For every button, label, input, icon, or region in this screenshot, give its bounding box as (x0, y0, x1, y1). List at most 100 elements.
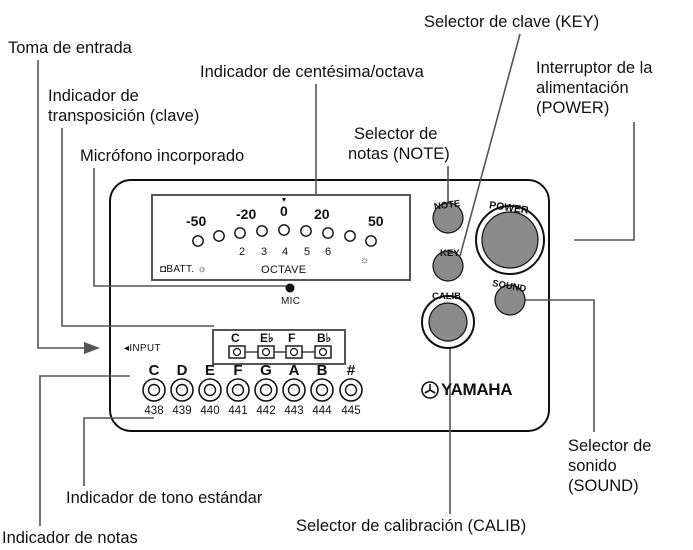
octave-label: OCTAVE (261, 264, 307, 276)
octave-number: 2 (239, 246, 246, 258)
leader-power (574, 122, 635, 241)
octave-number: 5 (304, 246, 311, 258)
transpose-key-label: E♭ (260, 331, 274, 345)
callout-mic-text: Micrófono incorporado (80, 147, 245, 165)
callout-sound-line3: (SOUND) (568, 477, 639, 495)
transpose-led-lens (232, 347, 242, 357)
callout-note-indicator: Indicador de notas (2, 528, 138, 548)
cent-led (322, 227, 334, 239)
meter-scale-label: -50 (186, 213, 207, 229)
cent-led (213, 230, 225, 242)
note-led-lens (344, 383, 358, 397)
callout-power-line3: (POWER) (536, 99, 610, 117)
octave-number: 4 (282, 246, 289, 258)
leader-mic (93, 168, 290, 287)
callout-note-indicator-text: Indicador de notas (2, 529, 138, 547)
note-button (432, 202, 464, 234)
note-led-lens (203, 383, 217, 397)
cent-led (234, 227, 246, 239)
callout-power-line1: Interruptor de la (536, 59, 653, 77)
callout-note-selector-line1: Selector de (354, 125, 438, 143)
cent-led (278, 224, 290, 236)
batt-sun-icon: ☼ (360, 255, 370, 266)
input-arrow-icon (84, 342, 100, 354)
mic-hole (285, 283, 295, 293)
callout-mic: Micrófono incorporado (80, 146, 244, 166)
meter-scale-label: 50 (368, 213, 384, 229)
batt-label-text: BATT. (166, 264, 195, 275)
transpose-key-label: B♭ (317, 331, 332, 345)
callout-calib: Selector de calibración (CALIB) (296, 516, 526, 536)
callout-transpose-line2: transposición (clave) (48, 107, 200, 125)
note-led-lens (147, 383, 161, 397)
note-label: A (288, 362, 300, 379)
key-button (432, 250, 464, 282)
leader-sound (510, 299, 595, 432)
cent-led (344, 230, 356, 242)
note-led-lens (287, 383, 301, 397)
cent-led-arc (192, 224, 377, 247)
transpose-led-lens (289, 347, 299, 357)
callout-sound-line1: Selector de (568, 437, 652, 455)
std-pitch-label: 439 (172, 405, 192, 417)
leader-std-pitch (83, 417, 154, 486)
std-pitch-label: 441 (228, 405, 248, 417)
batt-label: ◘BATT. ☼ (160, 264, 207, 275)
callout-note-selector-line2: notas (NOTE) (348, 145, 450, 163)
sun-icon: ☼ (194, 264, 207, 275)
leader-note-indicator (39, 375, 130, 526)
key-button-label: KEY (440, 248, 460, 259)
note-label: C (148, 362, 160, 379)
cent-led (300, 225, 312, 237)
note-led-lens (259, 383, 273, 397)
std-pitch-label: 442 (256, 405, 276, 417)
note-led-lens (175, 383, 189, 397)
meter-scale-label: 20 (314, 206, 330, 222)
std-pitch-label: 444 (312, 405, 332, 417)
leader-transpose (61, 128, 214, 327)
leader-input-jack (37, 60, 88, 349)
transpose-led-lens (318, 347, 328, 357)
power-button (481, 211, 539, 269)
callout-key-selector: Selector de clave (KEY) (424, 12, 599, 32)
mic-label: MIC (281, 296, 301, 307)
std-pitch-label: 445 (341, 405, 361, 417)
note-label: # (346, 362, 356, 379)
callout-input-jack: Toma de entrada (8, 38, 132, 58)
leader-key-selector (459, 33, 521, 257)
calib-button (428, 302, 468, 342)
callout-power-line2: alimentación (536, 79, 629, 97)
input-label: ◂INPUT (124, 343, 161, 354)
callout-power: Interruptor de la alimentación (POWER) (536, 58, 652, 118)
note-label: F (233, 362, 243, 379)
octave-number: 3 (261, 246, 268, 258)
note-label: E (204, 362, 215, 379)
calib-button-label: CALIB (432, 291, 462, 302)
callout-cent-meter-text: Indicador de centésima/octava (200, 63, 424, 81)
transpose-led-lens (261, 347, 271, 357)
cent-led (256, 225, 268, 237)
callout-calib-text: Selector de calibración (CALIB) (296, 517, 527, 535)
callout-transpose: Indicador de transposición (clave) (48, 86, 199, 126)
note-label: G (260, 362, 272, 379)
meter-scale-label: 0 (280, 203, 288, 219)
std-pitch-label: 443 (284, 405, 304, 417)
brand-name: YAMAHA (441, 380, 513, 399)
note-led-lens (231, 383, 245, 397)
std-pitch-label: 438 (144, 405, 164, 417)
transpose-frame (212, 329, 346, 365)
callout-sound: Selector de sonido (SOUND) (568, 436, 651, 496)
cent-led (365, 235, 377, 247)
callout-sound-line2: sonido (568, 457, 617, 475)
callout-std-pitch-text: Indicador de tono estándar (66, 489, 263, 507)
callout-input-jack-text: Toma de entrada (8, 39, 132, 57)
callout-std-pitch: Indicador de tono estándar (66, 488, 262, 508)
battery-icon: ◘ (160, 264, 167, 275)
yamaha-logo-icon (421, 381, 439, 399)
meter-center-marker-icon (282, 198, 286, 202)
meter-scale-label: -20 (236, 206, 257, 222)
callout-transpose-line1: Indicador de (48, 87, 139, 105)
note-led-lens (315, 383, 329, 397)
cent-led (192, 235, 204, 247)
